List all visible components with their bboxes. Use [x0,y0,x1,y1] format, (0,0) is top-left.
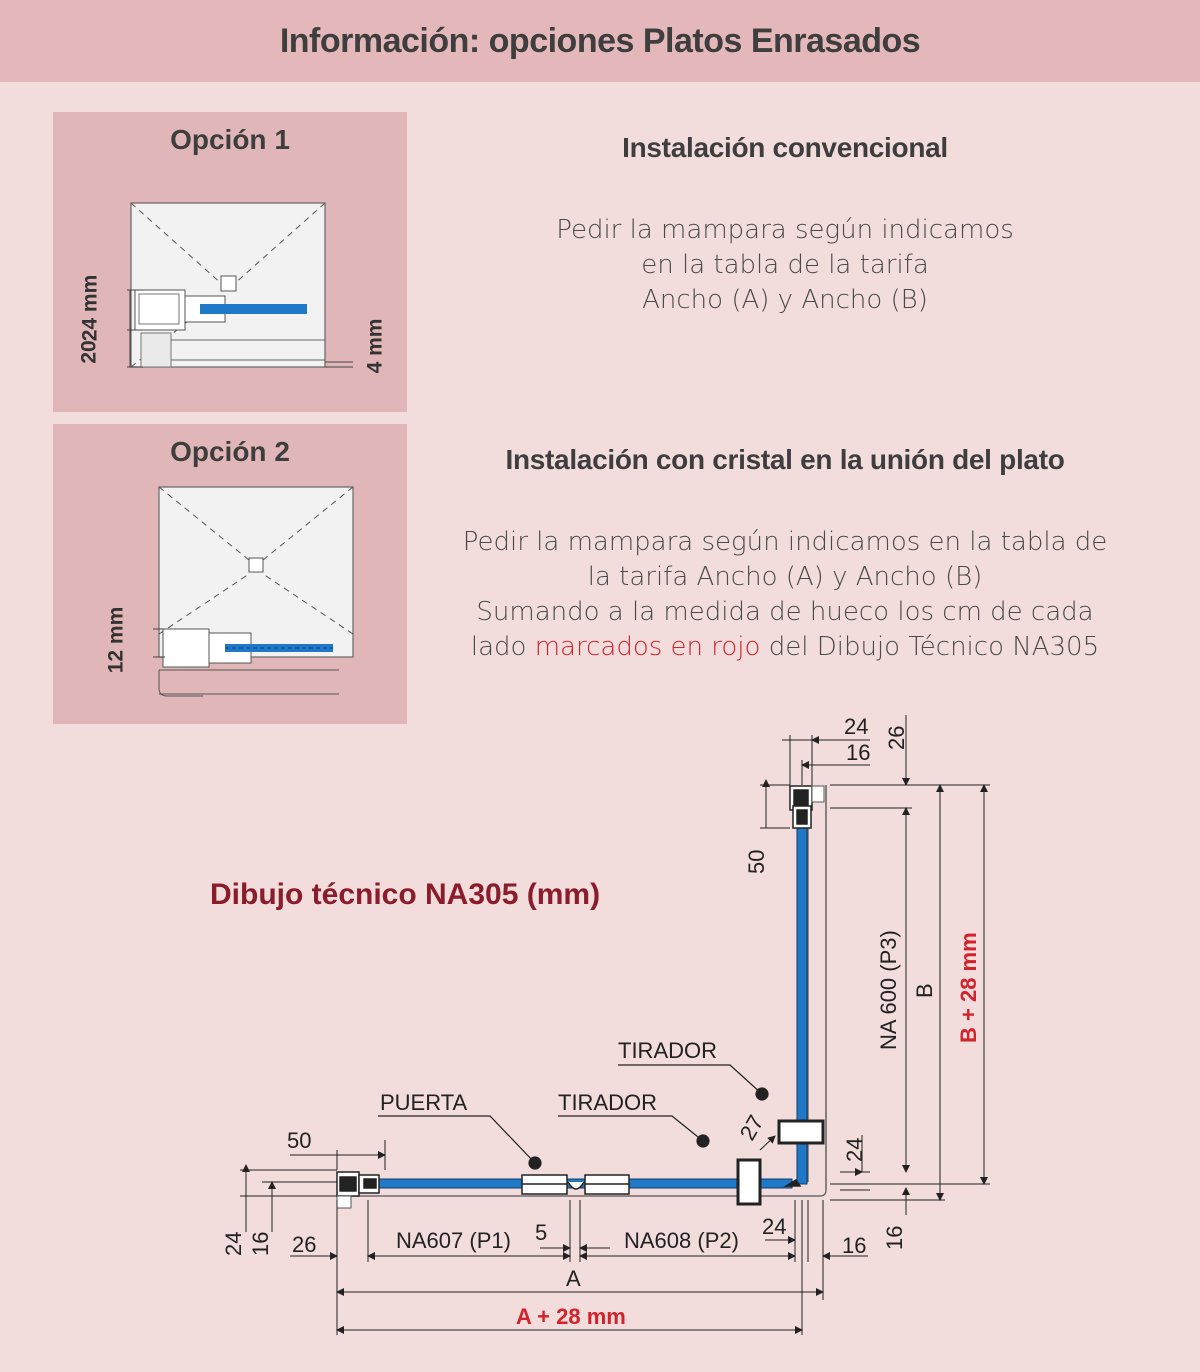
label-tirador-top: TIRADOR [618,1038,717,1063]
option2-diagram [153,486,354,697]
label-p1: NA607 (P1) [396,1228,511,1253]
option1-label: Opción 1 [170,124,290,155]
header-bar: Información: opciones Platos Enrasados [0,0,1200,82]
option1-line-2: en la tabla de la tarifa [641,250,929,280]
dim-left-16: 16 [248,1232,273,1256]
dim-right-16: 16 [842,1233,866,1258]
option2-line-4: lado marcados en rojo del Dibujo Técnico… [470,632,1100,662]
label-b-plus-28: B + 28 mm [956,932,981,1043]
option1-dim-24mm: 24 mm [78,274,102,342]
left-profile [336,1171,380,1209]
option2-title: Instalación con cristal en la unión del … [505,444,1065,475]
dim-top-26: 26 [884,726,909,750]
dim-top-16: 16 [846,740,870,765]
option1-dim-4mm: 4 mm [363,318,387,374]
label-b: B [912,983,937,998]
tray-outline [337,785,827,1197]
dim-side-24: 24 [842,1138,867,1162]
dim-left-50: 50 [287,1128,311,1153]
option1-line-1: Pedir la mampara según indicamos [556,215,1014,245]
dim-right-24: 24 [762,1214,786,1239]
red-marked-text: marcados en rojo [534,632,761,662]
label-puerta: PUERTA [380,1090,468,1115]
option2-dim-12mm: 12 mm [104,606,128,674]
option1-diagram [127,202,353,368]
option2-line-2: la tarifa Ancho (A) y Ancho (B) [587,562,983,592]
label-p3: NA 600 (P3) [876,930,901,1050]
option2-label: Opción 2 [170,436,290,467]
dim-top-50: 50 [744,850,769,874]
option1-title: Instalación convencional [622,132,948,163]
door-handles [521,1119,825,1206]
top-profile [789,785,825,829]
option1-panel: Opción 1 24 mm 20 4 mm [53,112,407,412]
option2-description: Pedir la mampara según indicamos en la t… [430,525,1140,665]
dim-corner-27: 27 [735,1111,769,1145]
dim-side-16: 16 [882,1226,907,1250]
option1-description: Pedir la mampara según indicamos en la t… [430,213,1140,318]
dim-top-24: 24 [844,714,868,739]
technical-drawing-title: Dibujo técnico NA305 (mm) [210,878,601,911]
callouts [378,1064,769,1170]
drawing-labels: PUERTA TIRADOR TIRADOR NA607 (P1) NA608 … [221,714,981,1329]
label-tirador-bottom: TIRADOR [558,1090,657,1115]
label-a-plus-28: A + 28 mm [516,1304,626,1329]
page-title: Información: opciones Platos Enrasados [279,21,921,60]
dim-bottom-26: 26 [292,1232,316,1257]
dim-left-24: 24 [221,1232,246,1256]
option2-line-1: Pedir la mampara según indicamos en la t… [462,527,1108,557]
technical-drawing: PUERTA TIRADOR TIRADOR NA607 (P1) NA608 … [221,714,990,1335]
option2-panel: Opción 2 12 mm [53,424,407,724]
dimension-lines [240,715,990,1335]
option1-line-3: Ancho (A) y Ancho (B) [642,285,928,315]
label-a: A [566,1266,581,1291]
option1-dim-20: 20 [77,340,101,364]
label-p2: NA608 (P2) [624,1228,739,1253]
dim-gap-5: 5 [535,1220,547,1245]
option2-line-3: Sumando a la medida de hueco los cm de c… [476,597,1094,627]
